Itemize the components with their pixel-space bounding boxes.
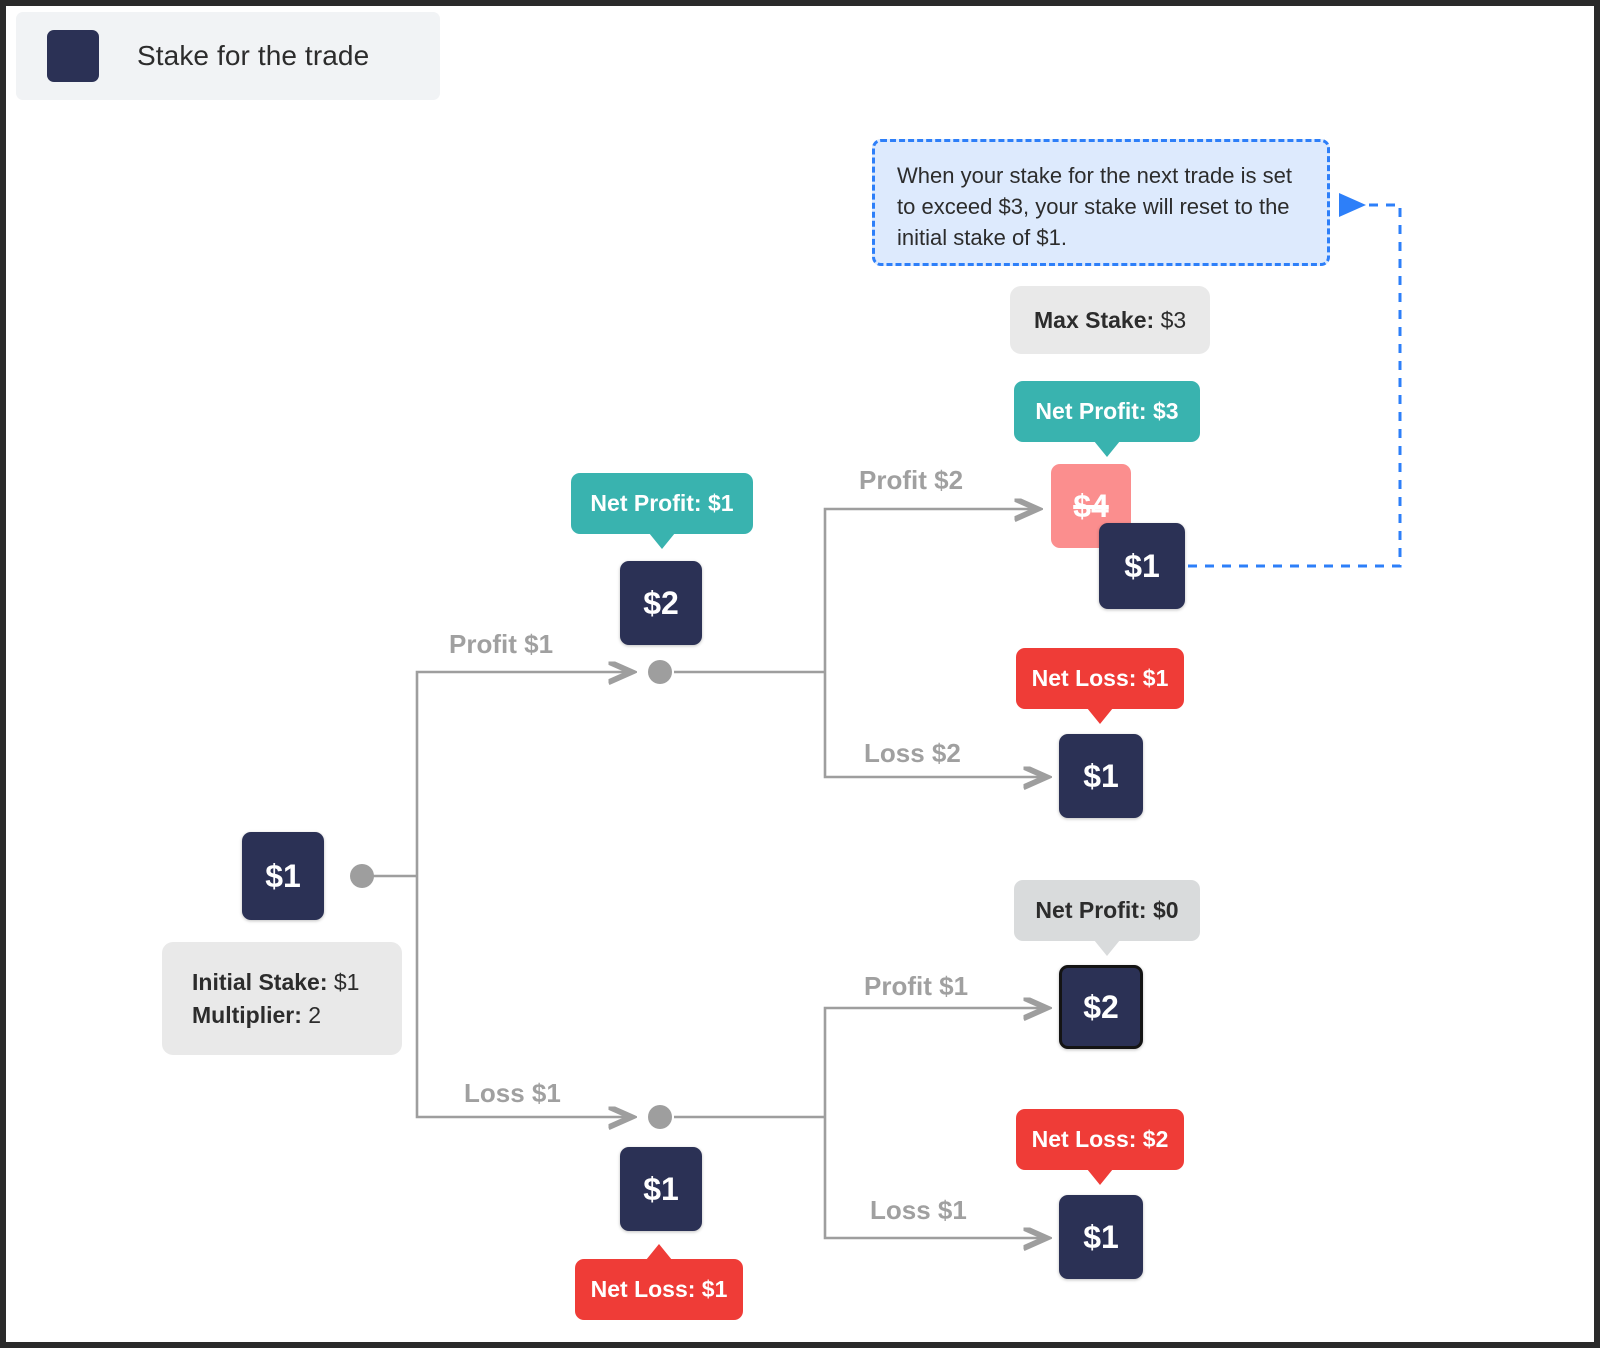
node-profit-loss: $1: [1059, 734, 1143, 818]
junction-dot-upper: [648, 660, 672, 684]
node-profit-level1: $2: [620, 561, 702, 645]
reset-callout-text: When your stake for the next trade is se…: [897, 163, 1292, 250]
legend-label: Stake for the trade: [137, 40, 370, 71]
node-loss-loss: $1: [1059, 1195, 1143, 1279]
max-stake-value: $3: [1160, 306, 1187, 333]
badge-net-profit-0: Net Profit: $0: [1014, 880, 1200, 956]
badge-tail: [1094, 940, 1120, 956]
edge-label-profit-2: Profit $2: [859, 465, 964, 495]
edge-label-loss-1: Loss $1: [464, 1078, 561, 1108]
edge-upper-branch: [674, 509, 1048, 777]
reset-callout: When your stake for the next trade is se…: [872, 139, 1330, 266]
badge-net-loss-1-top-text: Net Loss: $1: [1031, 665, 1169, 691]
max-stake-chip: Max Stake: $3: [1010, 286, 1210, 354]
node-profit-profit-reset-value: $1: [1124, 547, 1160, 584]
edge-label-profit-1: Profit $1: [449, 629, 554, 659]
junction-dot-lower: [648, 1105, 672, 1129]
initial-stake-label: Initial Stake:: [192, 968, 328, 995]
badge-net-loss-1-bottom-text: Net Loss: $1: [590, 1276, 728, 1302]
badge-net-loss-2: Net Loss: $2: [1016, 1109, 1184, 1185]
edge-layer: [350, 193, 1402, 1348]
edge-lower-branch: [674, 1008, 1048, 1238]
edge-label-loss-2: Loss $2: [864, 738, 961, 768]
badge-net-loss-1-top: Net Loss: $1: [1016, 648, 1184, 724]
badge-tail: [646, 1244, 672, 1260]
node-root-stake-value: $1: [265, 857, 301, 894]
badge-net-profit-3: Net Profit: $3: [1014, 381, 1200, 457]
edge-root-split: [362, 672, 633, 1117]
node-loss-profit-value: $2: [1083, 988, 1119, 1025]
legend: Stake for the trade: [16, 12, 440, 100]
max-stake-label: Max Stake:: [1034, 306, 1155, 333]
multiplier-value: 2: [308, 1001, 322, 1028]
node-profit-level1-value: $2: [643, 584, 679, 621]
badge-net-loss-2-text: Net Loss: $2: [1031, 1126, 1169, 1152]
node-profit-profit-reset: $1: [1099, 523, 1185, 609]
node-profit-profit-voided-value: $4: [1073, 487, 1109, 524]
badge-net-loss-1-bottom: Net Loss: $1: [575, 1244, 743, 1320]
badge-tail: [649, 533, 675, 549]
node-profit-loss-value: $1: [1083, 757, 1119, 794]
initial-stake-value: $1: [333, 968, 360, 995]
badge-tail: [1087, 708, 1113, 724]
diagram-canvas: Stake for the trade When your stake for …: [6, 6, 1594, 1342]
edge-label-profit-1-lower: Profit $1: [864, 971, 969, 1001]
node-loss-level1-value: $1: [643, 1170, 679, 1207]
badge-net-profit-1-text: Net Profit: $1: [590, 490, 734, 516]
multiplier-label: Multiplier:: [192, 1001, 302, 1028]
junction-dot-root: [350, 864, 374, 888]
node-loss-loss-value: $1: [1083, 1218, 1119, 1255]
badge-net-profit-1: Net Profit: $1: [571, 473, 753, 549]
initial-stake-chip: Initial Stake: $1 Multiplier: 2: [162, 942, 402, 1055]
node-loss-profit: $2: [1059, 965, 1143, 1049]
node-root-stake: $1: [242, 832, 324, 920]
edge-label-loss-1-lower: Loss $1: [870, 1195, 967, 1225]
badge-tail: [1094, 441, 1120, 457]
badge-net-profit-0-text: Net Profit: $0: [1035, 897, 1179, 923]
badge-tail: [1087, 1169, 1113, 1185]
node-loss-level1: $1: [620, 1147, 702, 1231]
badge-net-profit-3-text: Net Profit: $3: [1035, 398, 1179, 424]
stake-swatch-icon: [47, 30, 99, 82]
